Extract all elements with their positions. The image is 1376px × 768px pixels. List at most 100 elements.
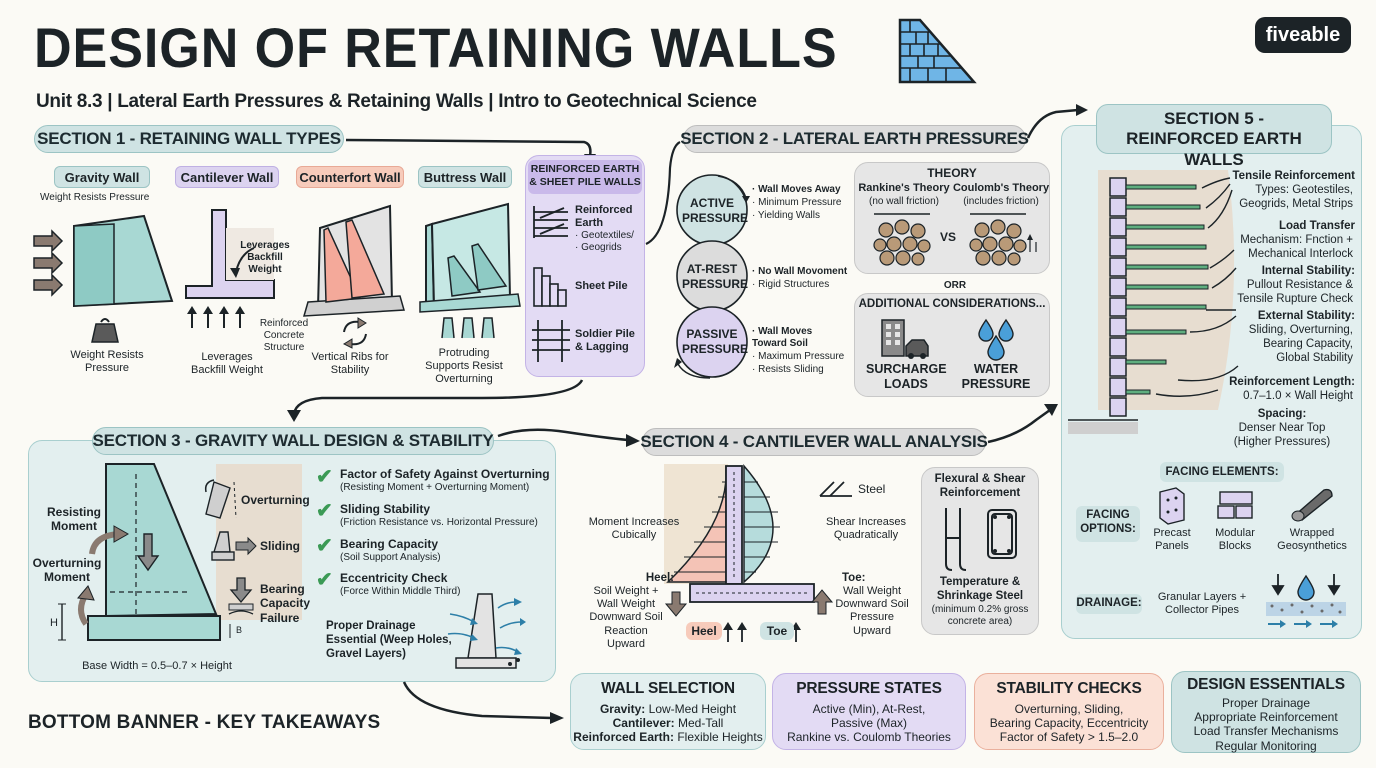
tensile-title: Tensile Reinforcement: [1232, 170, 1356, 182]
external-stability-text: Sliding, Overturning, Bearing Capacity, …: [1248, 324, 1353, 364]
coulomb-title: Coulomb's Theory: [952, 182, 1050, 194]
drainage-wall-icon: [447, 593, 526, 669]
wall-cantilever-key: Cantilever:: [612, 715, 675, 730]
check-2-sub: (Friction Resistance vs. Horizontal Pres…: [340, 517, 538, 528]
external-stability-title: External Stability:: [1257, 310, 1355, 322]
base-width-label: Base Width = 0.5–0.7 × Height: [82, 660, 232, 672]
check-icon-1: ✔: [316, 466, 333, 488]
facing-option-1: Precast Panels: [1153, 527, 1191, 553]
steel-label: Steel: [858, 482, 886, 496]
page-title: DESIGN OF RETAINING WALLS: [34, 16, 838, 79]
passive-pressure-circle: [674, 306, 748, 379]
heel-title: Heel:: [645, 572, 674, 584]
flow-arrow-s1-s2-link: [645, 141, 681, 246]
rankine-title: Rankine's Theory: [858, 182, 950, 194]
essentials-line-2: Appropriate Reinforcement: [1194, 709, 1338, 724]
passive-pressure-label: PASSIVE PRESSURE: [682, 327, 749, 356]
flow-arrow-s3-banner: [402, 681, 564, 724]
surcharge-label: SURCHARGE LOADS: [866, 362, 947, 391]
bearing-failure-label: Bearing Capacity Failure: [260, 582, 311, 625]
wall-selection-title: WALL SELECTION: [601, 680, 735, 697]
drainage-text: Granular Layers + Collector Pipes: [1157, 591, 1247, 617]
passive-bullet-3: · Resists Sliding: [752, 364, 824, 375]
coulomb-soil-icon: [969, 213, 1037, 266]
cantilever-analysis-drawing: [664, 464, 834, 617]
modular-blocks-icon: [1217, 491, 1253, 519]
water-drops-icon: [978, 318, 1014, 361]
wall-gravity-value: Low-Med Height: [645, 701, 737, 716]
resisting-moment-label: Resisting Moment: [46, 505, 101, 534]
facing-option-3: Wrapped Geosynthetics: [1277, 527, 1347, 553]
wall-gravity-key: Gravity:: [599, 701, 646, 716]
rotation-arrows-icon: [342, 317, 367, 349]
bearing-failure-icon: [228, 577, 254, 615]
pressure-line-2: Passive (Max): [830, 715, 907, 730]
pressure-states-card: PRESSURE STATES Active (Min), At-Rest, P…: [772, 673, 966, 750]
spacing-text: Denser Near Top (Higher Pressures): [1233, 422, 1331, 448]
load-transfer-title: Load Transfer: [1278, 220, 1355, 232]
section3-heading: SECTION 3 - GRAVITY WALL DESIGN & STABIL…: [92, 427, 494, 455]
section5-heading: SECTION 5 - REINFORCED EARTH WALLS: [1096, 104, 1332, 169]
fiveable-logo[interactable]: fiveable: [1255, 17, 1351, 53]
design-essentials-title: DESIGN ESSENTIALS: [1187, 676, 1345, 693]
flow-arrow-s1-s3: [287, 379, 584, 422]
at-rest-pressure-label: AT-REST PRESSURE: [682, 262, 749, 291]
section2-heading: SECTION 2 - LATERAL EARTH PRESSURES: [680, 125, 1029, 153]
internal-stability-text: Pullout Resistance & Tensile Rupture Che…: [1237, 279, 1353, 305]
toe-title: Toe:: [842, 572, 866, 584]
water-pressure-label: WATER PRESSURE: [961, 362, 1031, 391]
pressure-line-1: Active (Min), At-Rest,: [812, 701, 926, 716]
tensile-text: Types: Geotestiles, Geogrids, Metal Stri…: [1239, 184, 1353, 210]
soldier-pile-label: Soldier Pile & Lagging: [575, 328, 635, 354]
buttress-wall-drawing: [419, 202, 521, 313]
wall-selection-card: WALL SELECTION Gravity: Low-Med Height C…: [570, 673, 766, 750]
flow-arrow-s2-s5-lower: [1052, 400, 1062, 430]
flow-arrow-s2-s5: [1026, 104, 1088, 139]
section4-heading: SECTION 4 - CANTILEVER WALL ANALYSIS: [640, 428, 988, 456]
additional-panel: [854, 293, 1050, 397]
reinforced-earth-wall-drawing: [1068, 170, 1239, 434]
gravity-wall-section-drawing: [58, 463, 302, 641]
essentials-line-4: Regular Monitoring: [1215, 738, 1317, 753]
check-icon-3: ✔: [316, 535, 333, 557]
vs-label: VS: [940, 230, 957, 244]
active-bullet-2: · Minimum Pressure: [752, 197, 842, 208]
check-1-sub: (Resisting Moment + Overturning Moment): [340, 482, 530, 493]
flexural-panel: [921, 467, 1039, 635]
additional-title: ADDITIONAL CONSIDERATIONS...: [858, 298, 1046, 310]
cantilever-bottom-note: Leverages Backfill Weight: [191, 351, 263, 377]
cantilever-wall-drawing: [185, 209, 275, 328]
stability-checks-card: STABILITY CHECKS Overturning, Sliding, B…: [974, 673, 1164, 750]
drainage-layer-icon: [1266, 574, 1346, 628]
temperature-title: Temperature & Shrinkage Steel: [936, 576, 1024, 602]
reinforced-earth-item-2: · Geogrids: [575, 242, 622, 253]
sliding-icon: [211, 531, 257, 561]
heel-label: Heel: [686, 622, 722, 640]
cantilever-wall-label: Cantilever Wall: [175, 166, 279, 188]
reinforcement-length-title: Reinforcement Length:: [1229, 376, 1355, 388]
banner-title: BOTTOM BANNER - KEY TAKEAWAYS: [28, 712, 381, 733]
toe-label: Toe: [760, 622, 794, 640]
sliding-label: Sliding: [260, 539, 300, 553]
reinforced-earth-icon: [533, 206, 568, 238]
load-transfer-text: Mechanism: Fnction + Mechanical Interloc…: [1240, 234, 1353, 260]
steel-icon: [819, 481, 852, 497]
section5-heading-line1: SECTION 5 -: [1163, 109, 1265, 128]
rebar-cage-icon: [945, 508, 1017, 571]
moment-note: Moment Increases Cubically: [588, 516, 680, 542]
cantilever-note: Leverages Backfill Weight: [240, 240, 290, 275]
orr-label: ORR: [943, 280, 967, 291]
gravity-wall-drawing: [33, 214, 174, 308]
shear-note: Shear Increases Quadratically: [825, 516, 907, 542]
rankine-soil-icon: [873, 213, 931, 266]
counterfort-wall-drawing: [302, 204, 405, 317]
gravity-wall-label: Gravity Wall: [54, 166, 150, 188]
essentials-line-1: Proper Drainage: [1221, 695, 1311, 710]
heel-text: Soil Weight + Wall Weight Downward Soil …: [589, 585, 663, 650]
precast-panel-icon: [1159, 487, 1185, 525]
buttress-wall-label: Buttress Wall: [418, 166, 512, 188]
facing-option-2: Modular Blocks: [1215, 527, 1255, 553]
reinforced-earth-title: Reinforced Earth: [575, 204, 633, 230]
passive-bullet-1: · Wall Moves Toward Soil: [752, 326, 813, 349]
stability-line-3: Factor of Safety > 1.5–2.0: [999, 730, 1139, 745]
